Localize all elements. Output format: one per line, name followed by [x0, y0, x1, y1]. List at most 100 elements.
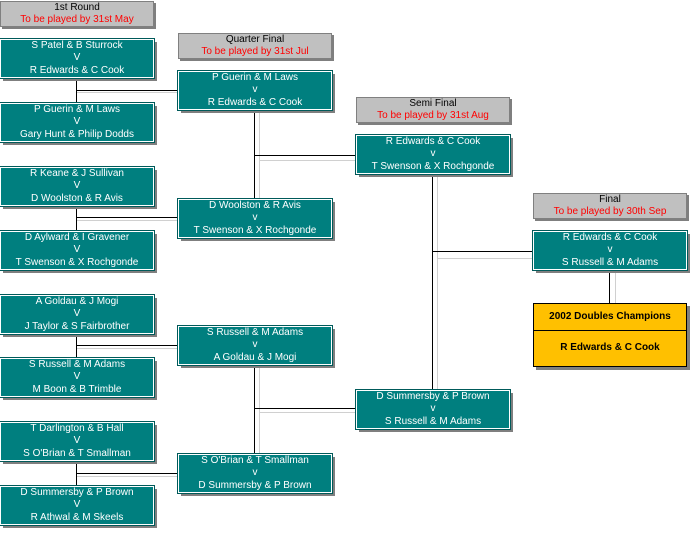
team-a: T Darlington & B Hall: [30, 423, 124, 435]
team-b: T Swenson & X Rochgonde: [193, 224, 317, 236]
connector-shadow: [259, 160, 358, 161]
r1-match-4: D Aylward & I Gravener V T Swenson & X R…: [0, 230, 155, 271]
r1-match-2: P Guerin & M Laws V Gary Hunt & Philip D…: [0, 102, 155, 143]
vs-label: V: [73, 52, 81, 64]
connector-shadow: [76, 348, 180, 349]
team-b: M Boon & B Trimble: [32, 383, 122, 395]
semi-title: Semi Final: [409, 98, 457, 109]
vs-label: V: [73, 435, 81, 447]
connector-qf-1-h: [254, 155, 357, 156]
champions-title: 2002 Doubles Champions: [534, 304, 686, 331]
team-b: R Athwal & M Skeels: [30, 511, 124, 523]
team-a: R Keane & J Sullivan: [30, 168, 124, 180]
vs-label: v: [430, 148, 436, 160]
connector-qf-2-h: [254, 408, 357, 409]
connector-r1-1-h: [76, 90, 179, 91]
connector-r1-4: [76, 464, 77, 485]
round1-header: 1st Round To be played by 31st May: [0, 1, 154, 27]
qf-match-1: P Guerin & M Laws v R Edwards & C Cook: [177, 70, 333, 111]
connector-sf: [432, 174, 433, 390]
vs-label: v: [252, 339, 258, 351]
quarter-title: Quarter Final: [225, 34, 285, 45]
vs-label: v: [430, 403, 436, 415]
team-a: A Goldau & J Mogi: [35, 296, 119, 308]
team-b: S Russell & M Adams: [561, 256, 659, 268]
connector-shadow: [76, 92, 180, 93]
r1-match-5: A Goldau & J Mogi V J Taylor & S Fairbro…: [0, 294, 155, 335]
vs-label: v: [252, 467, 258, 479]
connector-sf-h: [432, 251, 533, 252]
final-match: R Edwards & C Cook v S Russell & M Adams: [532, 230, 688, 271]
vs-label: v: [252, 84, 258, 96]
connector-r1-3-h: [76, 345, 179, 346]
team-b: R Edwards & C Cook: [207, 96, 303, 108]
team-b: T Swenson & X Rochgonde: [371, 160, 495, 172]
r1-match-7: T Darlington & B Hall V S O'Brian & T Sm…: [0, 421, 155, 462]
quarter-deadline: To be played by 31st Jul: [201, 46, 309, 57]
qf-match-2: D Woolston & R Avis v T Swenson & X Roch…: [177, 198, 333, 239]
connector-shadow: [76, 476, 180, 477]
team-b: A Goldau & J Mogi: [213, 351, 297, 363]
connector-r1-2-h: [76, 217, 179, 218]
final-deadline: To be played by 30th Sep: [553, 206, 667, 217]
team-a: S Russell & M Adams: [206, 327, 304, 339]
team-b: T Swenson & X Rochgonde: [15, 256, 139, 268]
vs-label: V: [73, 116, 81, 128]
team-b: D Woolston & R Avis: [31, 192, 123, 204]
team-b: S Russell & M Adams: [384, 415, 482, 427]
semi-deadline: To be played by 31st Aug: [377, 110, 489, 121]
connector-shadow: [437, 258, 533, 259]
vs-label: V: [73, 499, 81, 511]
connector-shadow: [259, 112, 260, 200]
team-a: P Guerin & M Laws: [212, 72, 298, 84]
semi-header: Semi Final To be played by 31st Aug: [356, 97, 510, 123]
vs-label: V: [73, 371, 81, 383]
vs-label: V: [73, 308, 81, 320]
team-a: R Edwards & C Cook: [385, 136, 481, 148]
team-a: P Guerin & M Laws: [34, 104, 120, 116]
team-b: S O'Brian & T Smallman: [23, 447, 131, 459]
vs-label: v: [252, 212, 258, 224]
sf-match-2: D Summersby & P Brown v S Russell & M Ad…: [355, 389, 511, 430]
r1-match-8: D Summersby & P Brown V R Athwal & M Ske…: [0, 485, 155, 526]
connector-shadow: [615, 272, 616, 303]
team-a: S Russell & M Adams: [28, 359, 126, 371]
vs-label: V: [73, 180, 81, 192]
team-b: D Summersby & P Brown: [198, 479, 312, 491]
connector-r1-2: [76, 208, 77, 230]
quarter-header: Quarter Final To be played by 31st Jul: [178, 33, 332, 59]
vs-label: v: [607, 244, 613, 256]
team-a: D Aylward & I Gravener: [24, 232, 130, 244]
round1-title: 1st Round: [54, 2, 100, 13]
round1-deadline: To be played by 31st May: [20, 14, 134, 25]
team-a: S O'Brian & T Smallman: [201, 455, 309, 467]
connector-final: [609, 270, 610, 303]
team-b: J Taylor & S Fairbrother: [24, 320, 130, 332]
sf-match-1: R Edwards & C Cook v T Swenson & X Rochg…: [355, 134, 511, 175]
connector-r1-4-h: [76, 473, 179, 474]
connector-qf-2: [254, 365, 255, 453]
r1-match-6: S Russell & M Adams V M Boon & B Trimble: [0, 357, 155, 398]
vs-label: V: [73, 244, 81, 256]
team-a: D Woolston & R Avis: [209, 200, 301, 212]
champions-winner: R Edwards & C Cook: [560, 342, 660, 353]
connector-shadow: [76, 220, 180, 221]
team-a: D Summersby & P Brown: [20, 487, 134, 499]
r1-match-3: R Keane & J Sullivan V D Woolston & R Av…: [0, 166, 155, 207]
team-b: R Edwards & C Cook: [29, 64, 125, 76]
connector-r1-1: [76, 80, 77, 102]
team-a: R Edwards & C Cook: [562, 232, 658, 244]
team-b: Gary Hunt & Philip Dodds: [20, 128, 134, 140]
final-header: Final To be played by 30th Sep: [533, 193, 687, 219]
r1-match-1: S Patel & B Sturrock V R Edwards & C Coo…: [0, 38, 155, 79]
connector-shadow: [259, 412, 358, 413]
final-title: Final: [599, 194, 621, 205]
champions-box: 2002 Doubles Champions R Edwards & C Coo…: [533, 303, 687, 367]
qf-match-3: S Russell & M Adams v A Goldau & J Mogi: [177, 325, 333, 366]
connector-r1-3: [76, 336, 77, 357]
team-a: S Patel & B Sturrock: [31, 40, 123, 52]
qf-match-4: S O'Brian & T Smallman v D Summersby & P…: [177, 453, 333, 494]
team-a: D Summersby & P Brown: [376, 391, 490, 403]
connector-qf-1: [254, 110, 255, 199]
connector-shadow: [437, 176, 438, 392]
